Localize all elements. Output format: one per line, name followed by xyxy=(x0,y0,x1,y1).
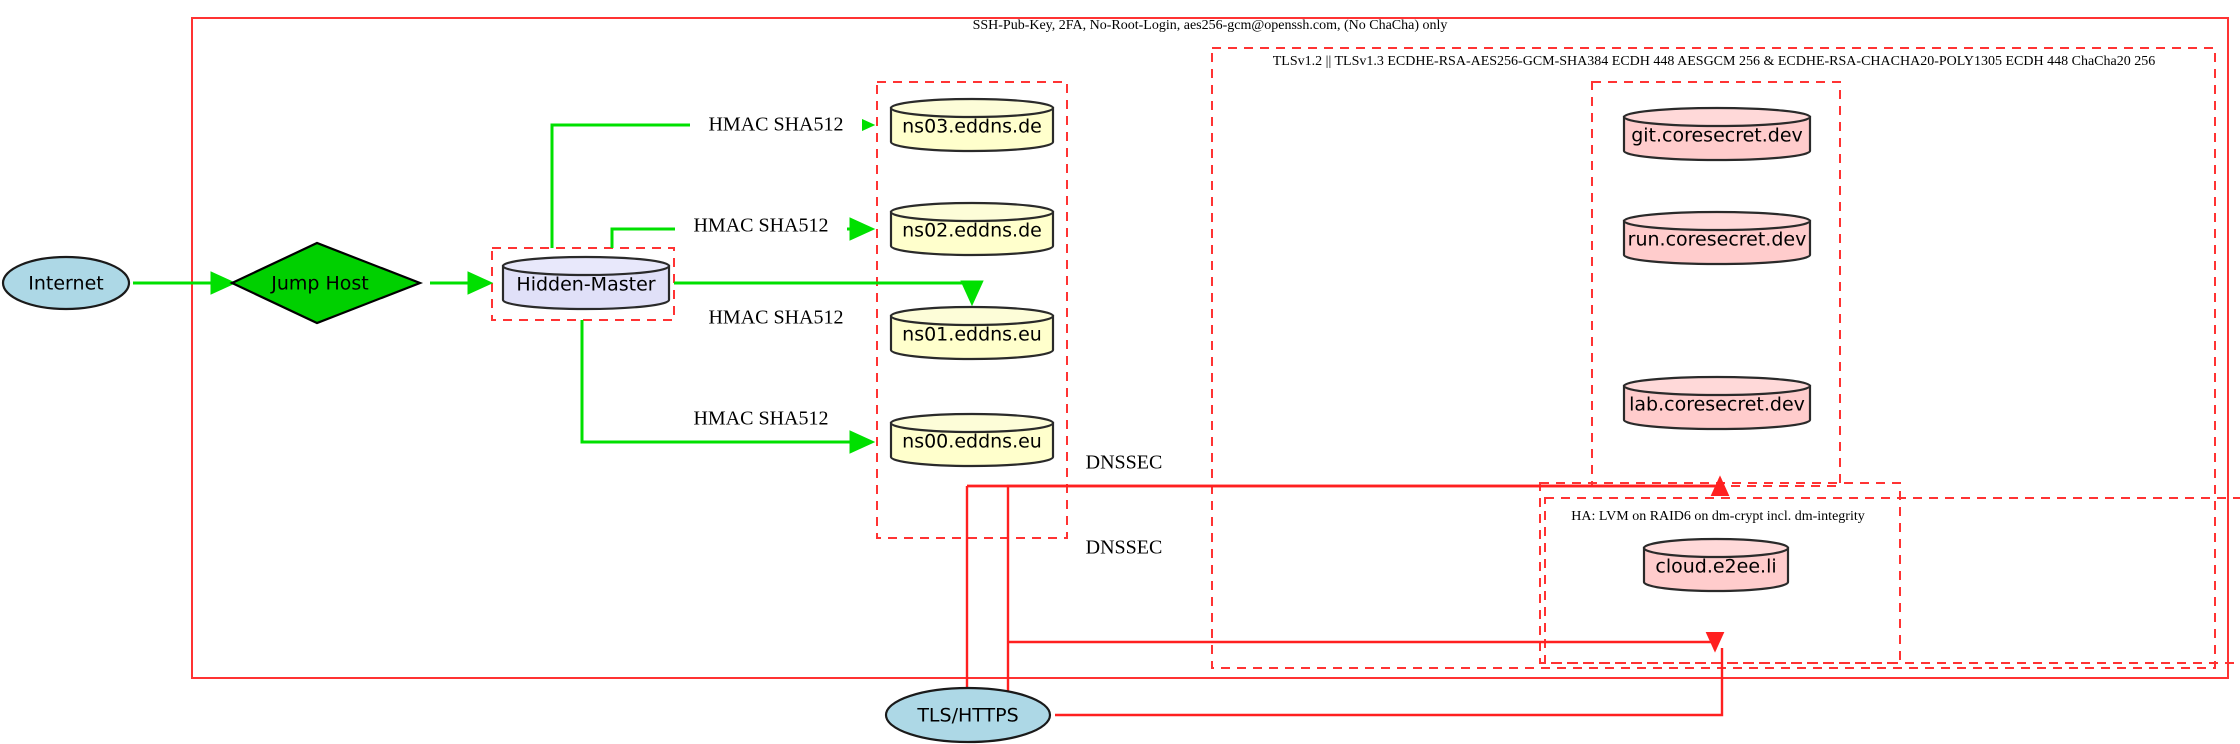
edge-label-group: HMAC SHA512 HMAC SHA512 HMAC SHA512 HMAC… xyxy=(675,113,1178,560)
edge-hiddenmaster-to-ns00 xyxy=(580,320,876,454)
lab-label: lab.coresecret.dev xyxy=(1629,394,1805,416)
tlshttps-ellipse xyxy=(884,686,1052,744)
ns02-label: ns02.eddns.de xyxy=(902,220,1042,242)
cluster-ns-box xyxy=(876,81,1068,539)
ns01-cylinder-top xyxy=(889,305,1055,327)
cluster-ha-label: HA: LVM on RAID6 on dm-crypt incl. dm-in… xyxy=(1571,509,1864,524)
hiddenmaster-cylinder-top xyxy=(501,255,671,277)
node-run-coresecret[interactable]: run.coresecret.dev xyxy=(1622,210,1812,266)
internet-ellipse xyxy=(1,255,131,311)
node-internet[interactable]: Internet xyxy=(1,255,131,311)
edge-label-hmac-ns00: HMAC SHA512 xyxy=(693,408,828,430)
lab-cylinder-body xyxy=(1622,384,1812,431)
edge-label-hmac-ns03: HMAC SHA512 xyxy=(708,114,843,136)
run-label: run.coresecret.dev xyxy=(1628,229,1807,251)
node-ns03[interactable]: ns03.eddns.de xyxy=(889,97,1055,153)
ns02-cylinder-body xyxy=(889,210,1055,257)
git-cylinder-body xyxy=(1622,115,1812,162)
tlshttps-label: TLS/HTTPS xyxy=(916,705,1018,727)
cluster-tls-label: TLSv1.2 || TLSv1.3 ECDHE-RSA-AES256-GCM-… xyxy=(1273,54,2155,69)
edge-label-dnssec-lower: DNSSEC xyxy=(1086,537,1163,559)
lab-cylinder-top xyxy=(1622,375,1812,397)
jumphost-diamond xyxy=(229,241,424,325)
node-ns00[interactable]: ns00.eddns.eu xyxy=(889,412,1055,468)
ns03-cylinder-top xyxy=(889,97,1055,119)
node-ns02[interactable]: ns02.eddns.de xyxy=(889,201,1055,257)
label-bg-6 xyxy=(1070,536,1178,560)
node-cloud-e2ee[interactable]: cloud.e2ee.li xyxy=(1642,537,1790,593)
label-bg-2 xyxy=(675,214,847,238)
edge-hiddenmaster-to-ns01 xyxy=(674,280,984,307)
edge-label-hmac-ns01: HMAC SHA512 xyxy=(708,307,843,329)
node-git-coresecret[interactable]: git.coresecret.dev xyxy=(1622,106,1812,162)
ns01-cylinder-body xyxy=(889,314,1055,361)
run-cylinder-body xyxy=(1622,219,1812,266)
cloud-cylinder-body xyxy=(1642,546,1790,593)
internet-label: Internet xyxy=(28,273,103,295)
node-tlshttps[interactable]: TLS/HTTPS xyxy=(884,686,1052,744)
ns00-cylinder-top xyxy=(889,412,1055,434)
cloud-label: cloud.e2ee.li xyxy=(1655,556,1776,578)
cloud-cylinder-top xyxy=(1642,537,1790,559)
node-ns01[interactable]: ns01.eddns.eu xyxy=(889,305,1055,361)
cluster-ha-box xyxy=(1544,497,2240,664)
node-jumphost[interactable]: Jump Host xyxy=(229,241,424,325)
hiddenmaster-label: Hidden-Master xyxy=(516,274,655,296)
ns00-cylinder-body xyxy=(889,421,1055,468)
ns01-label: ns01.eddns.eu xyxy=(902,324,1042,346)
jumphost-label: Jump Host xyxy=(270,273,369,295)
label-bg-1 xyxy=(690,113,862,137)
label-bg-3 xyxy=(690,306,862,330)
ns03-cylinder-body xyxy=(889,106,1055,153)
git-cylinder-top xyxy=(1622,106,1812,128)
cluster-tls-box xyxy=(1211,47,2216,669)
edge-label-dnssec-upper: DNSSEC xyxy=(1086,452,1163,474)
hiddenmaster-cylinder-body xyxy=(501,264,671,311)
edge-tlshttps-right xyxy=(1055,648,1724,717)
cluster-ssh-label: SSH-Pub-Key, 2FA, No-Root-Login, aes256-… xyxy=(973,18,1448,33)
node-lab-coresecret[interactable]: lab.coresecret.dev xyxy=(1622,375,1812,431)
label-bg-5 xyxy=(1070,451,1178,475)
node-hiddenmaster[interactable]: Hidden-Master xyxy=(501,255,671,311)
ns00-label: ns00.eddns.eu xyxy=(902,431,1042,453)
label-bg-4 xyxy=(675,407,847,431)
git-label: git.coresecret.dev xyxy=(1631,125,1803,147)
cluster-ssh-box xyxy=(191,17,2229,679)
ns03-label: ns03.eddns.de xyxy=(902,116,1042,138)
edge-dnssec-lower-line xyxy=(1008,632,1725,653)
run-cylinder-top xyxy=(1622,210,1812,232)
ns02-cylinder-top xyxy=(889,201,1055,223)
edge-label-hmac-ns02: HMAC SHA512 xyxy=(693,215,828,237)
